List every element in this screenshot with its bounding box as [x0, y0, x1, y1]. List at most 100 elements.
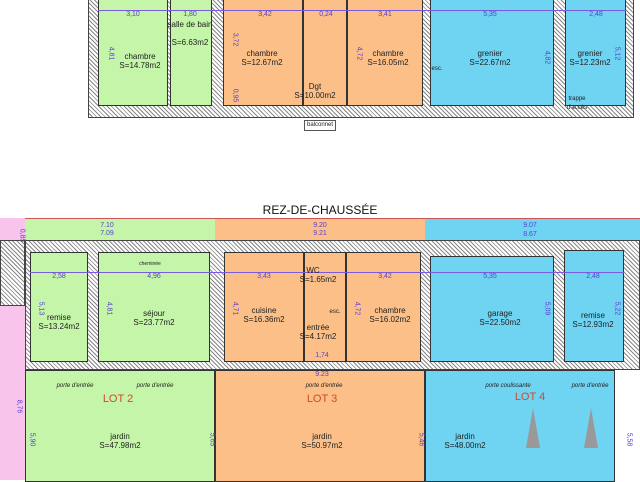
- dimension: 3,41: [378, 11, 392, 18]
- room-area: S=1.65m2: [299, 275, 337, 284]
- garden-label: jardin: [312, 432, 332, 441]
- tree-icon: [584, 408, 598, 448]
- room-label: grenier: [577, 49, 603, 58]
- dimension: 5,22: [613, 301, 621, 316]
- dimension: 1,80: [183, 11, 197, 18]
- door-label: porte d'entrée: [136, 383, 174, 389]
- dimension: 0,24: [319, 11, 333, 18]
- dimension: 4,72: [353, 301, 361, 316]
- room-area: S=16.05m2: [367, 58, 409, 67]
- dimension: 4,72: [355, 46, 363, 61]
- room-label: salle de bain: [167, 20, 213, 29]
- room-wc-entree[interactable]: [304, 252, 346, 362]
- stairs-label: esc.: [431, 66, 443, 72]
- dimension: 1,74: [315, 352, 329, 359]
- garden-lot-4[interactable]: [425, 370, 615, 482]
- room-remise-2[interactable]: [564, 250, 624, 362]
- dimension: 2,48: [589, 11, 603, 18]
- room-grenier-1[interactable]: [430, 0, 554, 106]
- room-label: grenier: [477, 49, 503, 58]
- dimension: 5,90: [28, 432, 36, 447]
- dimension: 9.21: [313, 230, 327, 237]
- dimension: 0,95: [231, 88, 239, 103]
- room-label: séjour: [143, 309, 165, 318]
- lot-4-front-strip: [425, 218, 640, 240]
- dimension: 4,96: [147, 273, 161, 280]
- room-area: S=13.24m2: [38, 322, 80, 331]
- garden-lot-2[interactable]: [25, 370, 215, 482]
- room-grenier-2[interactable]: [565, 0, 626, 106]
- room-label: chambre: [372, 49, 404, 58]
- dimension: 4,81: [105, 301, 113, 316]
- dimension: 3,42: [378, 273, 392, 280]
- room-area: S=16.02m2: [369, 315, 411, 324]
- room-label: chambre: [374, 306, 406, 315]
- garden-label: jardin: [455, 432, 475, 441]
- dimension-line: [30, 272, 624, 273]
- room-salle-de-bain[interactable]: [170, 0, 212, 106]
- dimension: 4,82: [543, 50, 551, 65]
- dimension: 9.20: [313, 222, 327, 229]
- room-label: chambre: [246, 49, 278, 58]
- room-area: S=12.23m2: [569, 58, 611, 67]
- dimension: 5,13: [37, 301, 45, 316]
- dimension: 2,58: [52, 273, 66, 280]
- room-area: S=12.67m2: [241, 58, 283, 67]
- room-dgt[interactable]: [303, 0, 347, 106]
- room-area: S=10.00m2: [294, 91, 336, 100]
- dimension: 9.07: [523, 222, 537, 229]
- floor-title: REZ-DE-CHAUSSÉE: [262, 203, 378, 217]
- room-label: garage: [487, 309, 513, 318]
- dimension: 7.09: [100, 230, 114, 237]
- room-chambre-3[interactable]: [347, 0, 423, 106]
- dimension: 5,65: [208, 432, 216, 447]
- dimension: 5,58: [625, 432, 633, 447]
- dimension: 3,42: [258, 11, 272, 18]
- dimension: 5,09: [543, 301, 551, 316]
- room-sejour[interactable]: [98, 252, 210, 362]
- trapdoor-label: trappe d'accès: [566, 96, 588, 111]
- room-area: S=22.67m2: [469, 58, 511, 67]
- dimension: 5,35: [483, 11, 497, 18]
- room-garage[interactable]: [430, 256, 554, 362]
- room-area: S=14.78m2: [119, 61, 161, 70]
- room-label: entrée: [306, 323, 330, 332]
- room-area: S=22.50m2: [479, 318, 521, 327]
- garden-label: jardin: [110, 432, 130, 441]
- garden-area: S=48.00m2: [444, 441, 486, 450]
- room-cuisine[interactable]: [224, 252, 304, 362]
- garden-area: S=47.98m2: [99, 441, 141, 450]
- room-area: S=4.17m2: [299, 332, 337, 341]
- room-area: S=23.77m2: [133, 318, 175, 327]
- stairs-label: esc.: [329, 309, 341, 315]
- dimension: 3,43: [257, 273, 271, 280]
- lot-2-front-strip: [25, 218, 215, 240]
- lot-label: LOT 3: [306, 393, 338, 405]
- dimension-line: [98, 10, 626, 11]
- tree-icon: [526, 408, 540, 448]
- dimension: 4,71: [231, 301, 239, 316]
- room-area: S=16.36m2: [243, 315, 285, 324]
- fireplace-label: cheminée: [139, 261, 161, 267]
- door-label: porte d'entrée: [571, 383, 609, 389]
- garden-area: S=50.97m2: [301, 441, 343, 450]
- balconnet-label: balconnet: [303, 120, 337, 131]
- room-label: WC: [306, 266, 320, 275]
- room-area: S=12.93m2: [572, 320, 614, 329]
- dimension: 5,46: [417, 432, 425, 447]
- room-chambre-2[interactable]: [223, 0, 303, 106]
- lot-label: LOT 4: [514, 391, 546, 403]
- room-chambre[interactable]: [346, 252, 421, 362]
- room-label: remise: [46, 313, 72, 322]
- dimension: 4,81: [107, 46, 115, 61]
- door-label: porte d'entrée: [305, 383, 343, 389]
- dimension: 2,48: [586, 273, 600, 280]
- room-label: remise: [580, 311, 606, 320]
- room-label: Dgt: [308, 82, 322, 91]
- dimension: 9.23: [315, 371, 329, 378]
- dimension: 3,72: [231, 32, 239, 47]
- room-chambre-1[interactable]: [98, 0, 168, 106]
- garden-lot-3[interactable]: [215, 370, 425, 482]
- room-remise-1[interactable]: [30, 252, 88, 362]
- door-label: porte d'entrée: [56, 383, 94, 389]
